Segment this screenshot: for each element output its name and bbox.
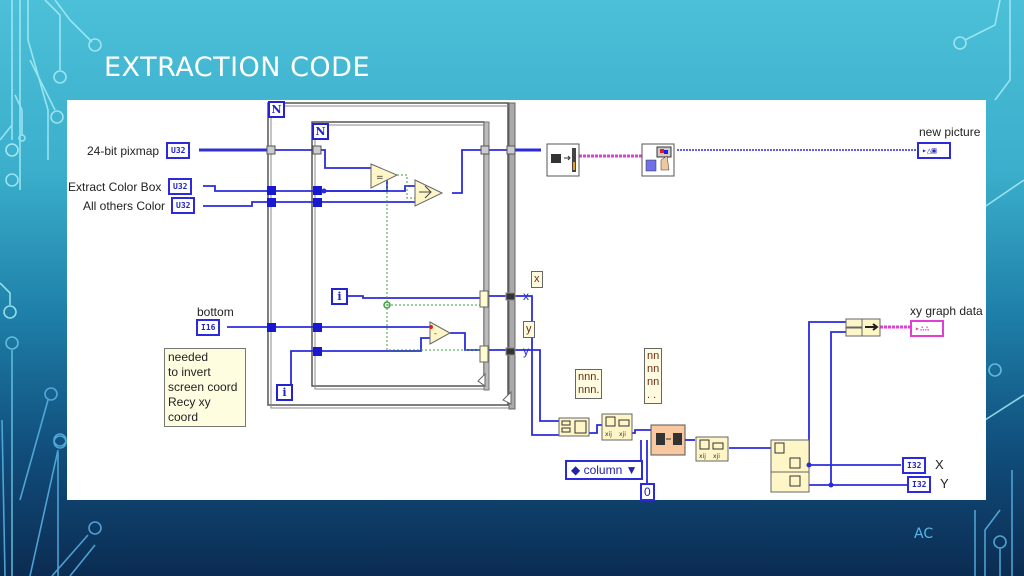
svg-text:xij: xij xyxy=(699,453,706,460)
x-string-constant[interactable]: x xyxy=(531,271,543,288)
svg-text:xji: xji xyxy=(713,453,720,460)
comment-line: to invert xyxy=(168,365,211,379)
new-picture-label: new picture xyxy=(919,125,981,139)
slide-footer: AC xyxy=(914,526,934,542)
array-element: nn xyxy=(647,350,660,362)
svg-text:=: = xyxy=(376,173,384,183)
block-diagram-panel: = - xyxy=(67,100,986,501)
svg-text:xij: xij xyxy=(605,431,612,438)
outer-loop-count-terminal[interactable]: N xyxy=(268,101,285,118)
loop-tunnels xyxy=(266,145,516,363)
array-element: nn xyxy=(647,363,660,375)
build-array-function[interactable] xyxy=(558,417,590,437)
comment-line: needed xyxy=(168,350,209,364)
new-picture-indicator[interactable]: ▸△▣ xyxy=(917,142,951,159)
svg-text:xji: xji xyxy=(619,431,626,438)
inner-iteration-terminal: i xyxy=(331,288,348,305)
all-others-color-input-terminal[interactable]: U32 xyxy=(171,197,196,214)
pixmap-input-label: 24-bit pixmap xyxy=(87,144,160,158)
enum-value: column xyxy=(583,463,623,477)
y-wire-label: y xyxy=(523,344,529,358)
bottom-input-label: bottom xyxy=(197,305,234,319)
extract-color-input-terminal[interactable]: U32 xyxy=(168,178,193,195)
cluster-icon: ▸∴∴ xyxy=(915,324,930,333)
xy-graph-data-label: xy graph data xyxy=(910,304,983,318)
y-array-indicator[interactable]: I32 xyxy=(907,476,932,493)
block-diagram-wiring: = - xyxy=(199,102,917,493)
dimension-enum-constant[interactable]: ◆ column ▼ xyxy=(565,460,644,480)
flatten-pixmap-vi[interactable] xyxy=(546,143,580,177)
index-numeric-constant[interactable]: 0 xyxy=(640,483,655,501)
comment-note: needed to invert screen coord Recy xy co… xyxy=(164,348,246,427)
pixmap-input-terminal[interactable]: U32 xyxy=(166,142,191,159)
x-array-label: X xyxy=(935,457,944,472)
xy-graph-data-indicator[interactable]: ▸∴∴ xyxy=(910,320,944,337)
format-line: nnn. xyxy=(578,371,600,383)
outer-for-loop[interactable] xyxy=(267,102,516,410)
extract-color-input-label: Extract Color Box xyxy=(68,180,162,194)
array-element: . . xyxy=(647,389,657,401)
picture-icon: ▸△▣ xyxy=(922,146,937,155)
subtract-function[interactable]: - xyxy=(429,321,452,345)
array-element: nn xyxy=(647,376,660,388)
format-line: nnn. xyxy=(578,384,600,396)
comment-line: Recy xy coord xyxy=(168,395,211,424)
dropdown-icon[interactable]: ▼ xyxy=(622,463,638,477)
svg-text:-: - xyxy=(434,329,437,338)
delete-from-array-function[interactable] xyxy=(650,424,686,456)
all-others-color-input-label: All others Color xyxy=(83,199,166,213)
equal-function[interactable]: = xyxy=(370,163,399,189)
outer-iteration-terminal: i xyxy=(276,384,293,401)
y-string-constant[interactable]: y xyxy=(523,321,535,338)
y-array-label: Y xyxy=(940,476,949,491)
bottom-input-terminal[interactable]: I16 xyxy=(196,319,221,336)
enum-arrows-icon: ◆ xyxy=(571,463,584,477)
comment-line: screen coord xyxy=(168,380,238,394)
index-array-function[interactable] xyxy=(770,439,810,493)
inner-for-loop[interactable] xyxy=(311,121,490,391)
slide-title: EXTRACTION CODE xyxy=(104,52,371,83)
format-string-constant[interactable]: nnn. nnn. xyxy=(575,369,603,399)
inner-loop-count-terminal[interactable]: N xyxy=(312,123,329,140)
bundle-function[interactable] xyxy=(845,318,881,337)
select-function[interactable] xyxy=(414,179,444,207)
x-array-indicator[interactable]: I32 xyxy=(902,457,927,474)
draw-flattened-pixmap-vi[interactable] xyxy=(641,143,675,177)
string-array-constant[interactable]: nn nn nn . . xyxy=(644,348,663,404)
x-wire-label: x xyxy=(523,289,529,303)
